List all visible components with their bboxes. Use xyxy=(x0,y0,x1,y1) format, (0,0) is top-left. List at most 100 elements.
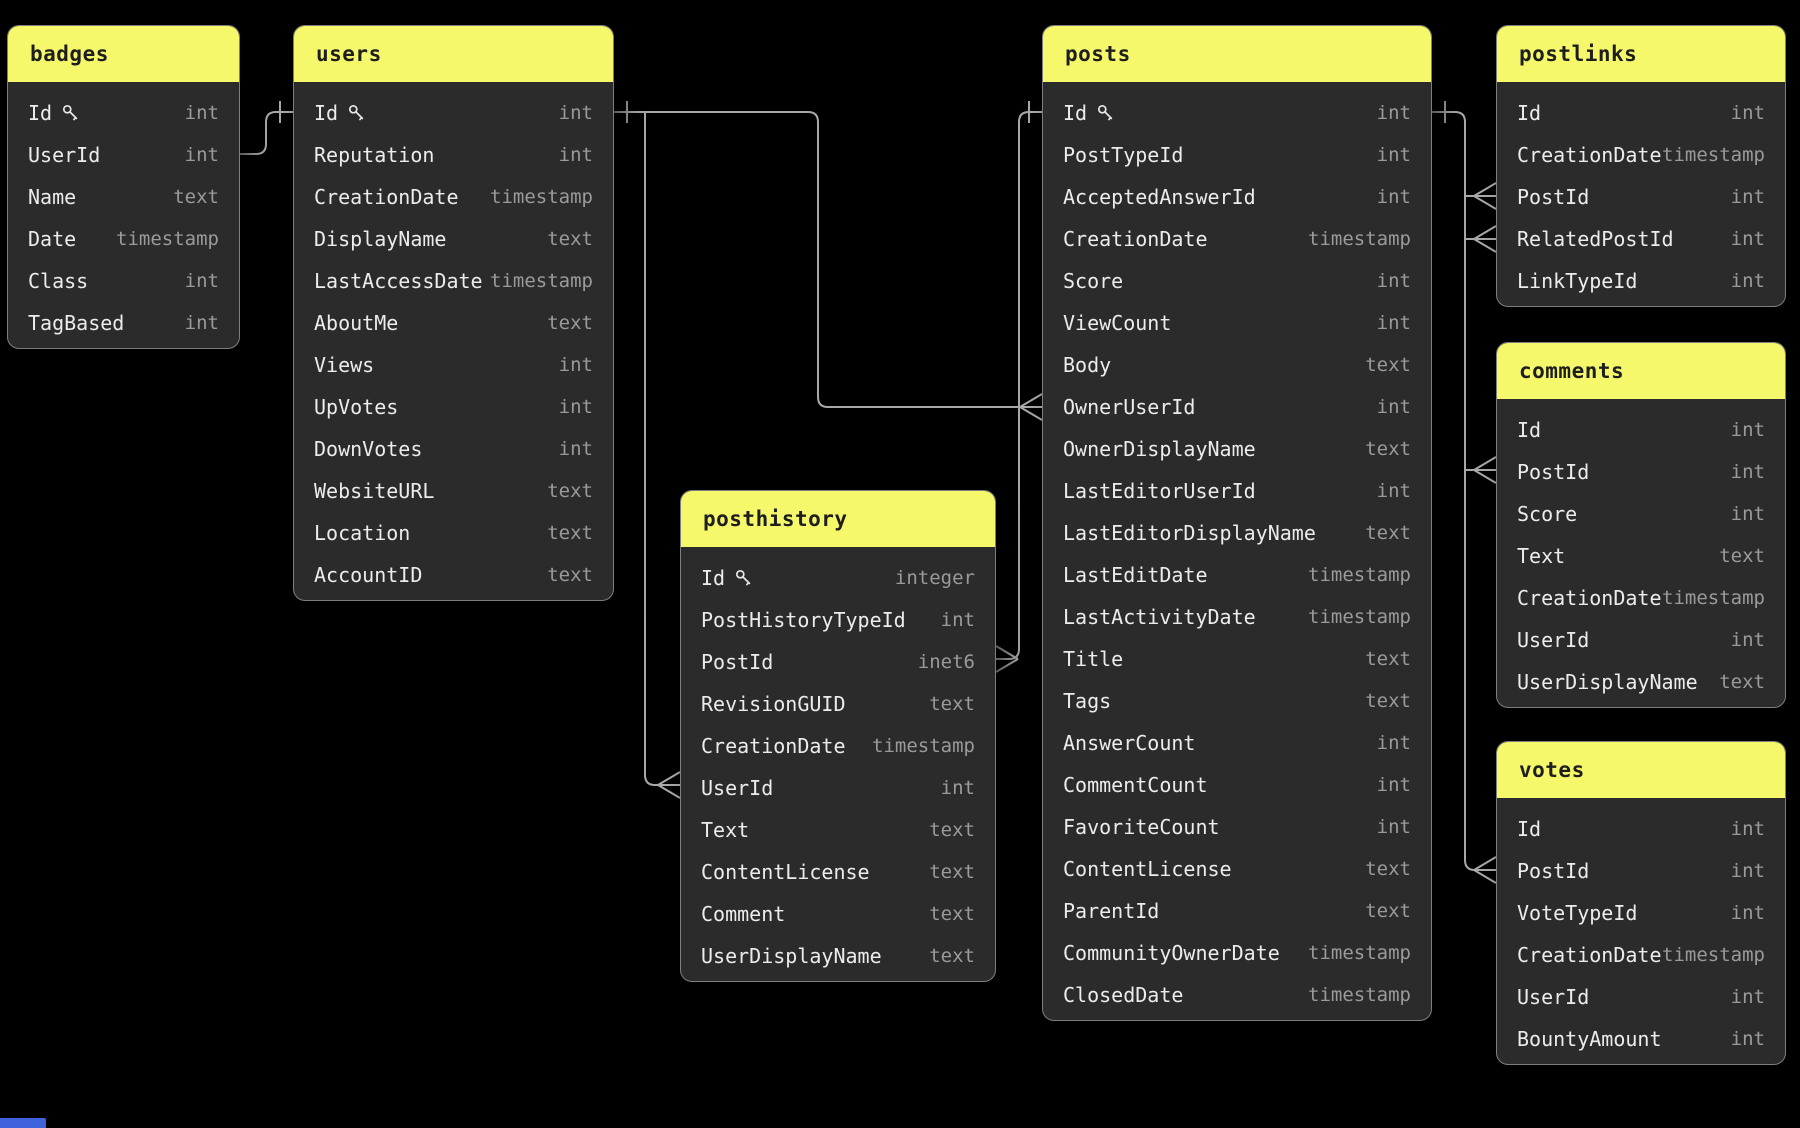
field-type: int xyxy=(1376,102,1411,124)
field-name: Views xyxy=(314,353,375,377)
field-type: int xyxy=(1730,419,1765,441)
edge-badges-userid--users-id xyxy=(240,101,293,155)
field-name-group: Score xyxy=(1517,502,1577,526)
field-name-group: CreationDate xyxy=(1517,143,1662,167)
field-row: Id int xyxy=(1497,808,1785,850)
field-type: text xyxy=(929,861,975,883)
field-name-group: Text xyxy=(1517,544,1565,568)
field-type: int xyxy=(1376,732,1411,754)
field-type: text xyxy=(1365,648,1411,670)
field-name-group: AboutMe xyxy=(314,311,398,335)
field-name: LastEditorUserId xyxy=(1063,479,1256,503)
field-name-group: Id xyxy=(1063,101,1116,125)
field-name-group: Comment xyxy=(701,902,785,926)
field-name: OwnerUserId xyxy=(1063,395,1196,419)
field-type: int xyxy=(1730,986,1765,1008)
field-name-group: LastEditDate xyxy=(1063,563,1208,587)
field-name: ContentLicense xyxy=(701,860,870,884)
field-name: PostTypeId xyxy=(1063,143,1184,167)
table-header[interactable]: posthistory xyxy=(681,491,995,547)
field-name: VoteTypeId xyxy=(1517,901,1638,925)
field-type: timestamp xyxy=(1662,944,1765,966)
field-name-group: CreationDate xyxy=(1517,586,1662,610)
field-name-group: Id xyxy=(1517,418,1541,442)
primary-key-icon xyxy=(63,104,78,121)
table-header[interactable]: badges xyxy=(8,26,239,82)
table-header[interactable]: comments xyxy=(1497,343,1785,399)
table-name: comments xyxy=(1519,359,1625,383)
field-name: Id xyxy=(1517,101,1542,125)
field-type: timestamp xyxy=(116,228,219,250)
field-name-group: ClosedDate xyxy=(1063,983,1183,1007)
field-type: int xyxy=(1730,818,1765,840)
field-name-group: UserId xyxy=(28,143,100,167)
field-name: OwnerDisplayName xyxy=(1063,437,1256,461)
table-header[interactable]: posts xyxy=(1043,26,1431,82)
field-name: ContentLicense xyxy=(1063,857,1232,881)
field-type: int xyxy=(1376,480,1411,502)
field-name: ClosedDate xyxy=(1063,983,1184,1007)
field-name-group: Reputation xyxy=(314,143,434,167)
field-type: int xyxy=(558,396,593,418)
field-name-group: AnswerCount xyxy=(1063,731,1195,755)
field-name-group: CreationDate xyxy=(701,734,846,758)
field-type: int xyxy=(1730,902,1765,924)
field-name: BountyAmount xyxy=(1517,1027,1662,1051)
field-name-group: UserDisplayName xyxy=(701,944,882,968)
field-name-group: UserId xyxy=(1517,985,1589,1009)
field-name: CommunityOwnerDate xyxy=(1063,941,1280,965)
field-name-group: PostId xyxy=(1517,859,1589,883)
field-name: PostId xyxy=(1517,185,1590,209)
table-header[interactable]: votes xyxy=(1497,742,1785,798)
field-type: int xyxy=(940,609,975,631)
table-header[interactable]: postlinks xyxy=(1497,26,1785,82)
field-name-group: PostHistoryTypeId xyxy=(701,608,906,632)
field-name-group: DownVotes xyxy=(314,437,422,461)
field-name: Score xyxy=(1517,502,1578,526)
table-header[interactable]: users xyxy=(294,26,613,82)
field-name: CreationDate xyxy=(1517,943,1662,967)
field-name: PostHistoryTypeId xyxy=(701,608,906,632)
field-name: CreationDate xyxy=(701,734,846,758)
field-name-group: OwnerUserId xyxy=(1063,395,1195,419)
field-type: text xyxy=(1719,671,1765,693)
field-name-group: OwnerDisplayName xyxy=(1063,437,1256,461)
field-type: text xyxy=(547,480,593,502)
field-type: int xyxy=(1730,461,1765,483)
field-name: Id xyxy=(1063,101,1088,125)
field-type: int xyxy=(1730,1028,1765,1050)
field-name-group: TagBased xyxy=(28,311,124,335)
field-name-group: UserDisplayName xyxy=(1517,670,1698,694)
field-name-group: Id xyxy=(1517,817,1541,841)
